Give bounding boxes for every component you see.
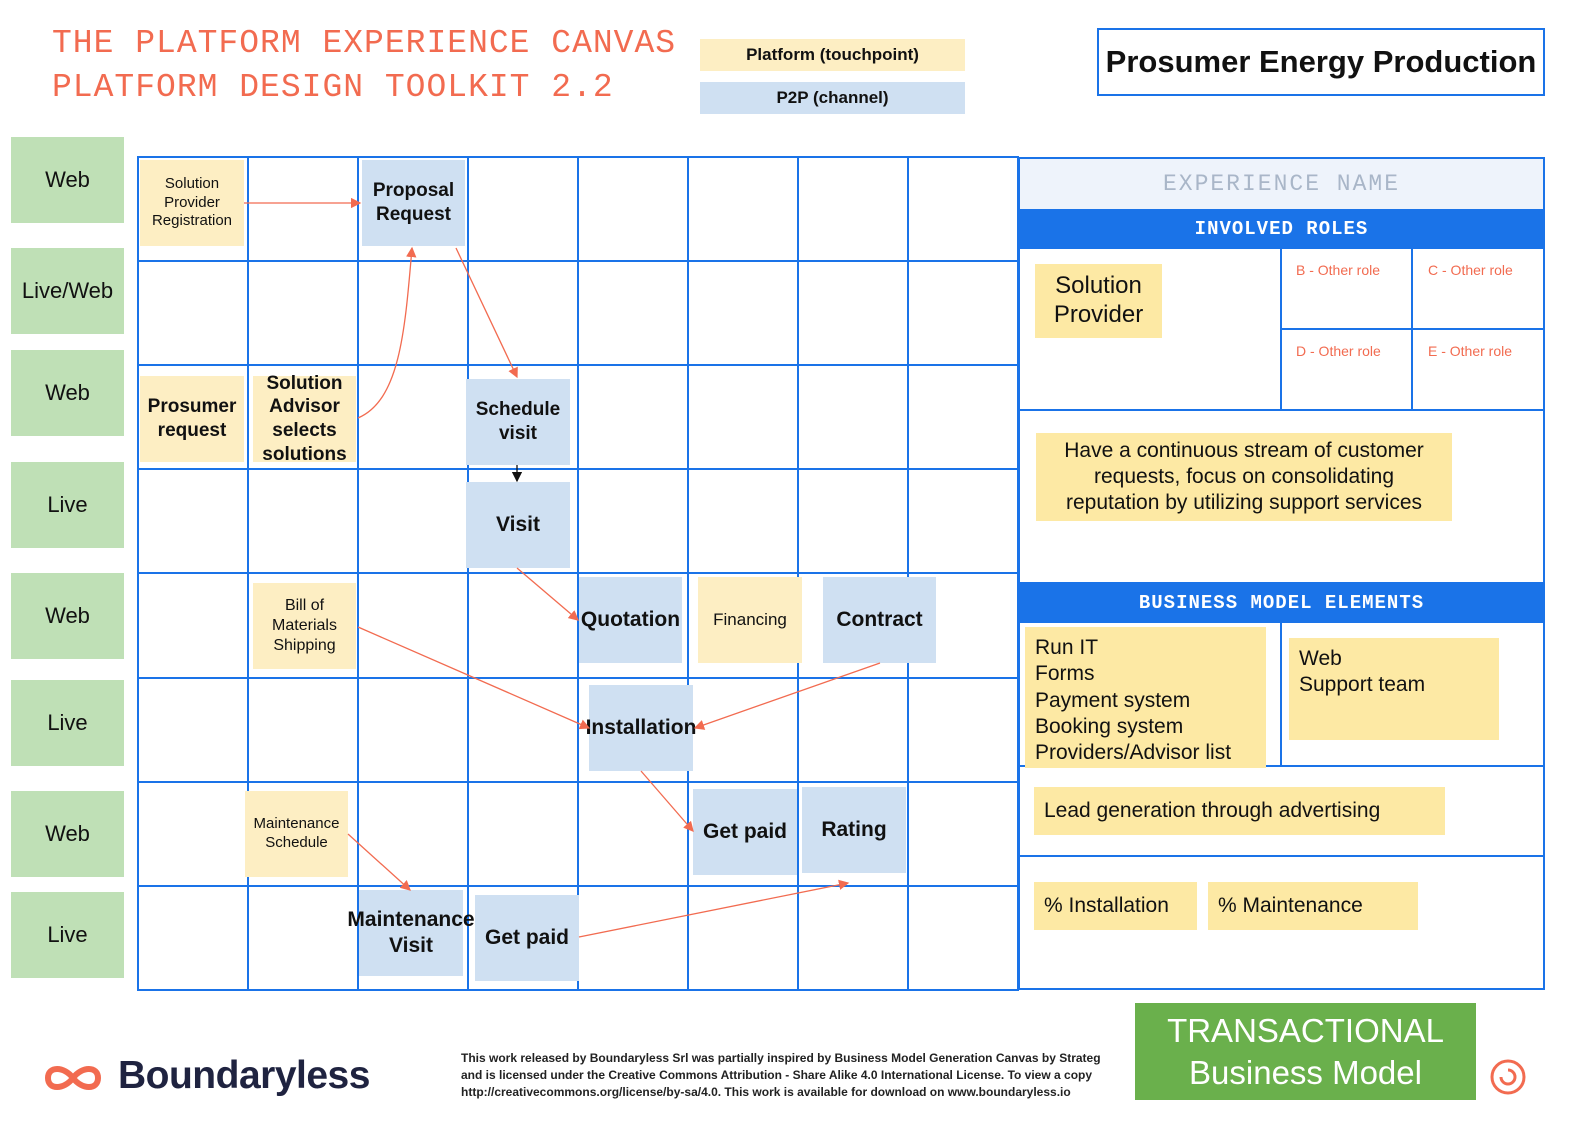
channel-label: Live: [11, 680, 124, 766]
badge-line-2: Business Model: [1189, 1053, 1422, 1091]
role-c-label: C - Other role: [1428, 262, 1513, 278]
resource-item: Providers/Advisor list: [1035, 741, 1232, 764]
note-rating: Rating: [802, 787, 906, 873]
channel-item: Web: [1299, 647, 1342, 670]
note-visit: Visit: [466, 482, 570, 568]
value-proposition-sticky: Have a continuous stream of customer req…: [1036, 433, 1452, 521]
revenue-maintenance-sticky: % Maintenance: [1208, 882, 1418, 930]
channel-label: Live/Web: [11, 248, 124, 334]
experience-panel: [1018, 157, 1545, 990]
main-role-sticky: Solution Provider: [1035, 264, 1162, 338]
resources-sticky: Run IT Forms Payment system Booking syst…: [1025, 627, 1266, 768]
channel-label: Live: [11, 892, 124, 978]
toolkit-title: PLATFORM DESIGN TOOLKIT 2.2: [52, 69, 614, 106]
note-prosumer-request: Prosumer request: [140, 376, 244, 462]
role-b-label: B - Other role: [1296, 262, 1381, 278]
note-solution-provider-registration: Solution Provider Registration: [140, 160, 244, 246]
license-line-3: http://creativecommons.org/license/by-sa…: [461, 1085, 1071, 1099]
license-line-1: This work released by Boundaryless Srl w…: [461, 1051, 1101, 1065]
role-e-label: E - Other role: [1428, 343, 1513, 359]
channel-label: Web: [11, 791, 124, 877]
brand-name: Boundaryless: [118, 1054, 370, 1097]
note-financing: Financing: [698, 577, 802, 663]
channel-label: Live: [11, 462, 124, 548]
cost-sticky: Lead generation through advertising: [1034, 787, 1445, 835]
resource-item: Booking system: [1035, 714, 1184, 738]
business-model-badge: TRANSACTIONAL Business Model: [1135, 1003, 1476, 1100]
channel-label: Web: [11, 350, 124, 436]
revenue-installation-sticky: % Installation: [1034, 882, 1197, 930]
note-maintenance-schedule: Maintenance Schedule: [245, 791, 348, 877]
channel-item: Support team: [1299, 673, 1426, 697]
note-get-paid: Get paid: [693, 789, 797, 875]
license-line-2: and is licensed under the Creative Commo…: [461, 1068, 1093, 1082]
note-schedule-visit: Schedule visit: [466, 379, 570, 465]
project-title: Prosumer Energy Production: [1097, 28, 1545, 96]
canvas-title: THE PLATFORM EXPERIENCE CANVAS: [52, 25, 677, 62]
note-proposal-request: Proposal Request: [362, 160, 465, 246]
resource-item: Run IT: [1035, 636, 1099, 659]
note-quotation: Quotation: [579, 577, 682, 663]
note-get-paid-maintenance: Get paid: [475, 895, 579, 981]
note-maintenance-visit: Maintenance Visit: [347, 890, 475, 976]
copyleft-icon: [1490, 1059, 1526, 1095]
experience-name-field[interactable]: EXPERIENCE NAME: [1020, 159, 1543, 209]
resource-item: Payment system: [1035, 688, 1191, 712]
note-contract: Contract: [823, 577, 936, 663]
note-installation: Installation: [586, 685, 696, 771]
legend-channel: P2P (channel): [700, 82, 965, 114]
note-bill-of-materials: Bill of Materials Shipping: [253, 583, 356, 669]
business-model-elements-header: BUSINESS MODEL ELEMENTS: [1018, 583, 1545, 623]
channel-label: Web: [11, 137, 124, 223]
legend-touchpoint: Platform (touchpoint): [700, 39, 965, 71]
channel-label: Web: [11, 573, 124, 659]
role-d-label: D - Other role: [1296, 343, 1381, 359]
note-advisor-selects: Solution Advisor selects solutions: [253, 373, 356, 465]
involved-roles-header: INVOLVED ROLES: [1018, 209, 1545, 249]
channels-sticky: Web Support team: [1289, 638, 1499, 740]
infinity-logo-icon: [44, 1066, 102, 1090]
badge-line-1: TRANSACTIONAL: [1167, 1011, 1444, 1049]
resource-item: Forms: [1035, 662, 1095, 686]
